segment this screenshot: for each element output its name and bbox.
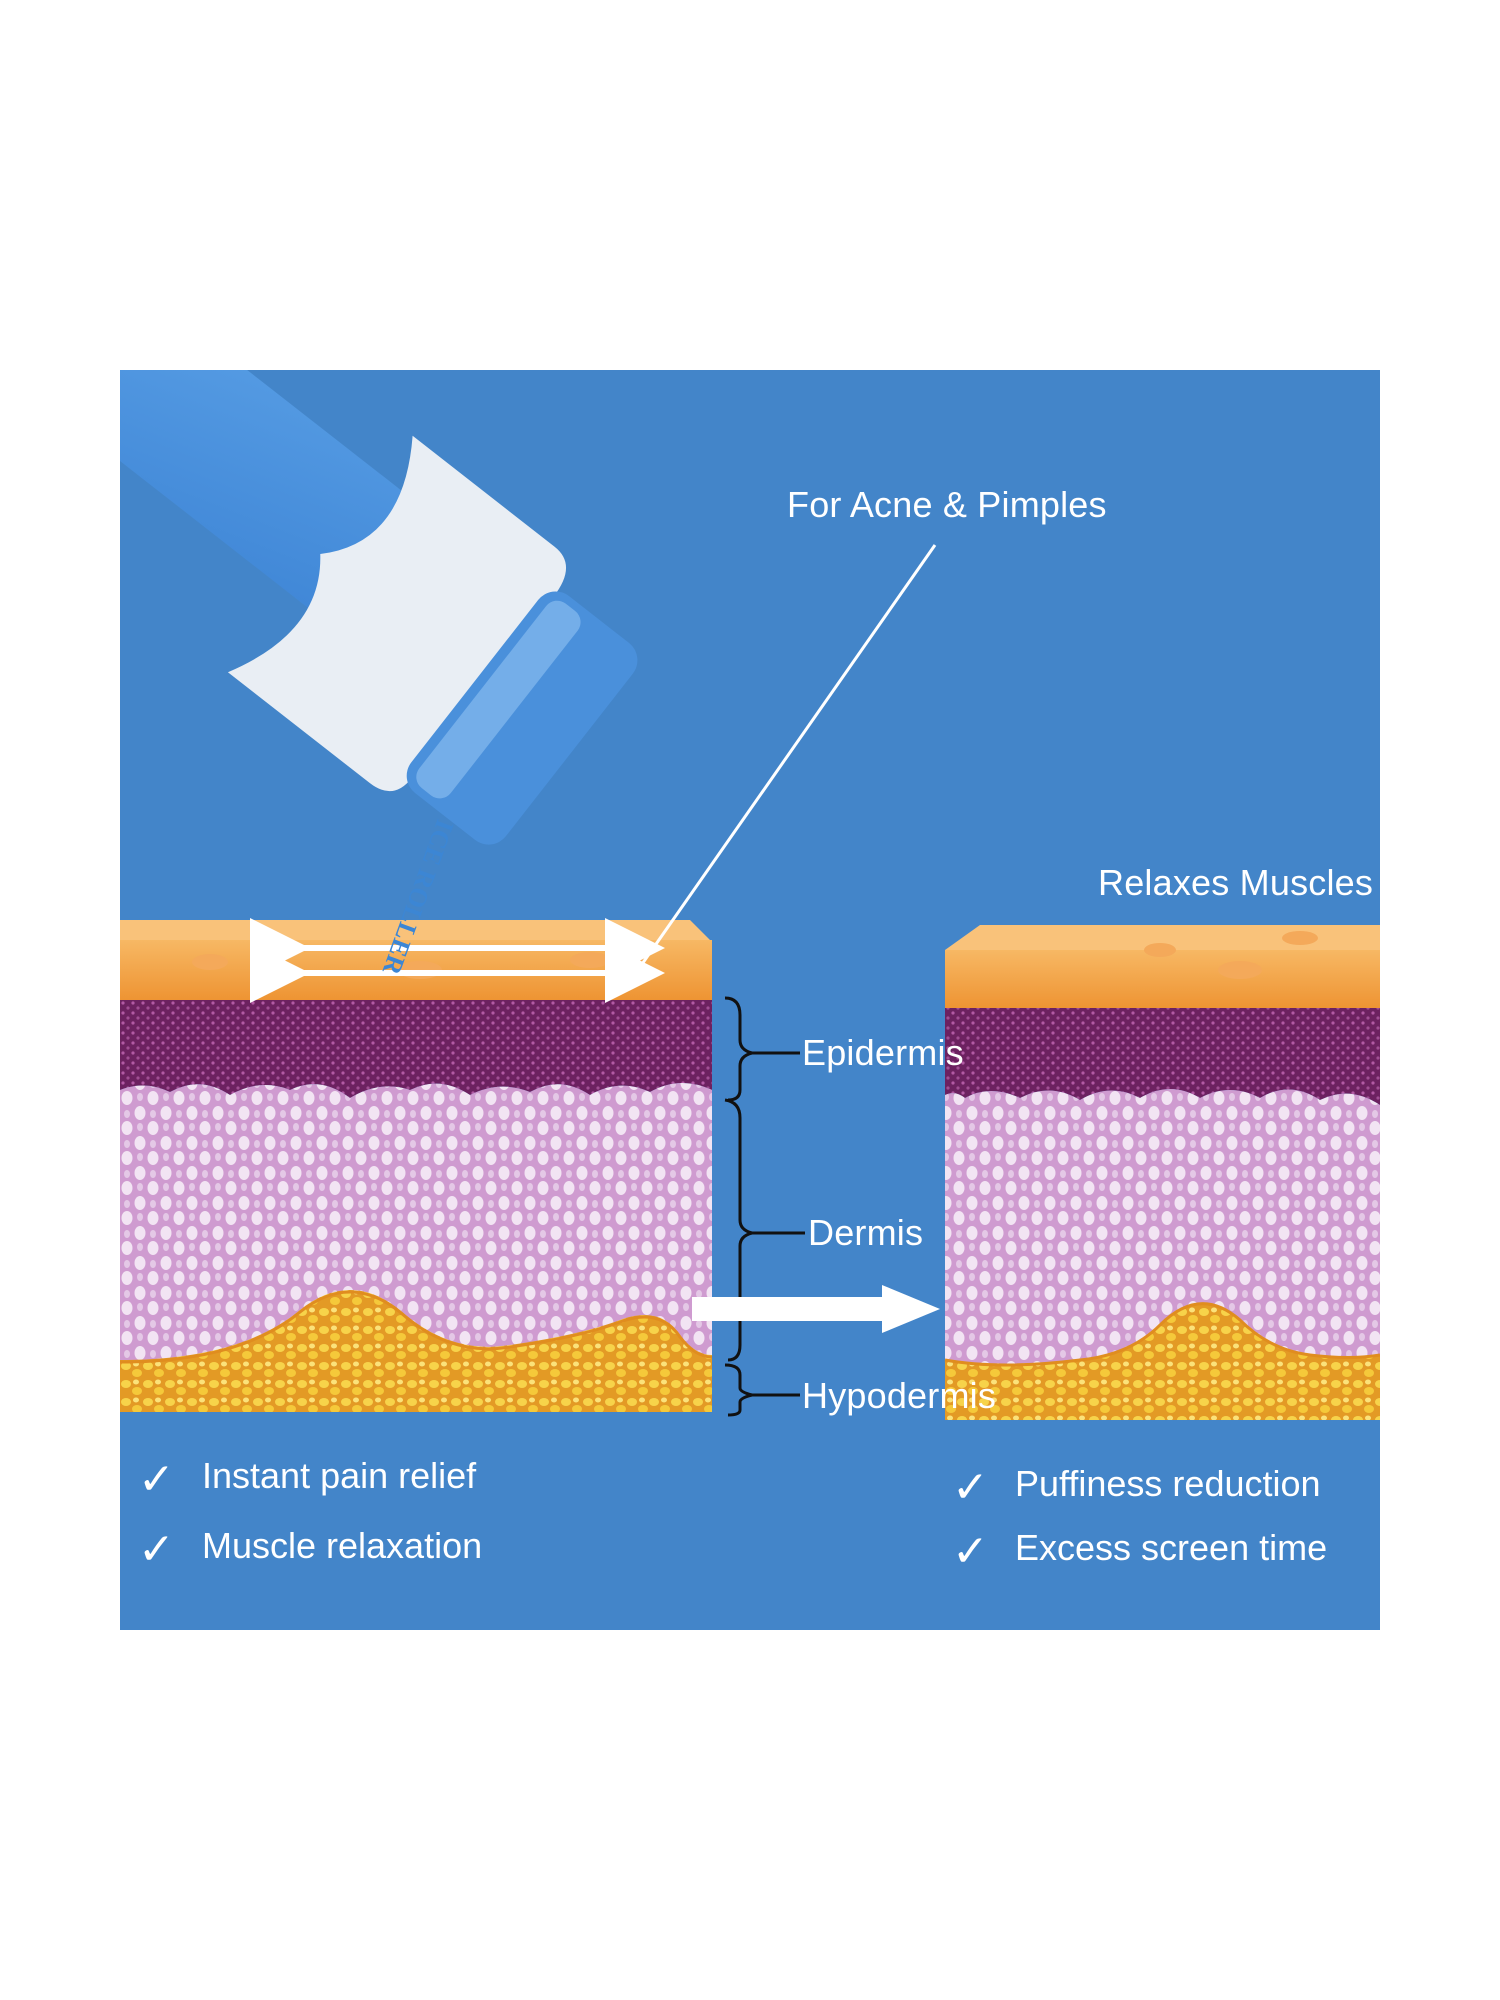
right-epidermis — [945, 1008, 1380, 1105]
left-hypodermis — [120, 1290, 712, 1412]
layer-label-epidermis: Epidermis — [802, 1032, 964, 1073]
layer-braces — [724, 996, 805, 1417]
left-dermis — [120, 1082, 712, 1360]
layer-label-dermis: Dermis — [808, 1212, 924, 1253]
roller-handle — [120, 370, 425, 621]
roller-head-white — [227, 435, 567, 791]
acne-pointer-line — [638, 544, 937, 968]
skin-diagram: ICE ROLLER — [120, 370, 1380, 1420]
benefit-puffiness-reduction: Puffiness reduction — [1015, 1463, 1321, 1504]
right-surface-top — [945, 925, 1380, 950]
benefit-excess-screen-time: Excess screen time — [1015, 1527, 1328, 1568]
roller-cylinder — [406, 591, 638, 845]
left-epidermis — [120, 1000, 712, 1098]
right-surface — [945, 950, 1380, 1008]
checkmark-icon: ✓ — [952, 1463, 989, 1512]
checkmark-icon: ✓ — [138, 1525, 175, 1574]
checkmark-icon: ✓ — [952, 1527, 989, 1576]
right-hypodermis — [945, 1303, 1380, 1420]
transition-arrow — [692, 1285, 940, 1333]
layer-label-hypodermis: Hypodermis — [802, 1375, 997, 1416]
diagram-panel: ICE ROLLER For A — [120, 370, 1380, 1630]
callout-relaxes-muscles: Relaxes Muscles — [1098, 862, 1374, 903]
checkmark-icon: ✓ — [138, 1455, 175, 1504]
left-skin-block — [120, 918, 713, 1412]
benefit-instant-pain-relief: Instant pain relief — [202, 1455, 477, 1496]
benefit-muscle-relaxation: Muscle relaxation — [202, 1525, 483, 1566]
ice-roller — [120, 370, 638, 845]
callout-acne: For Acne & Pimples — [787, 484, 1107, 525]
right-skin-block — [944, 925, 1380, 1420]
right-dermis — [945, 1089, 1380, 1420]
